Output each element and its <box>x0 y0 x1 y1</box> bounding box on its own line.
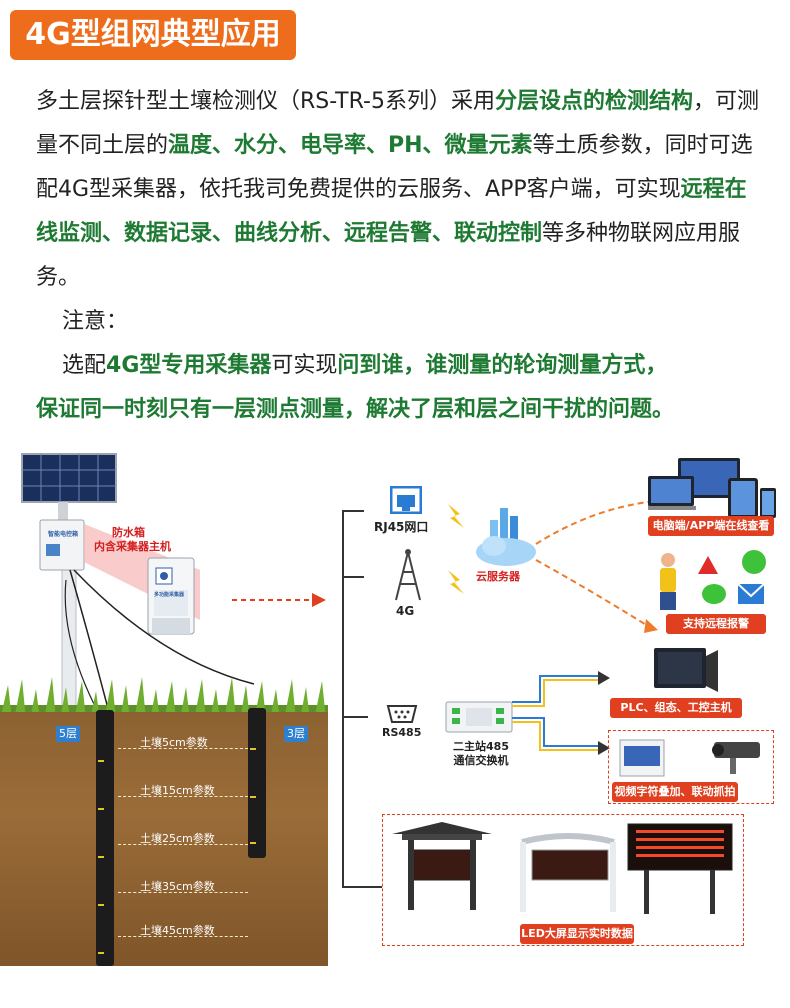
collector-device-label: 多功能采集器 <box>154 592 185 598</box>
probe-tick <box>98 952 104 954</box>
probe-tick <box>98 904 104 906</box>
probe-tick <box>98 760 104 762</box>
box-callout-line-1: 防水箱 <box>112 526 145 539</box>
highlight-structure: 分层设点的检测结构 <box>494 89 693 114</box>
cloud-links <box>535 495 660 633</box>
bracket-branch <box>342 716 368 718</box>
highlight-parameters: 温度、水分、电导率、PH、微量元素 <box>168 133 533 158</box>
probe-3-layer <box>248 708 266 858</box>
probe-tick <box>250 748 256 750</box>
bracket-vertical <box>342 510 344 888</box>
text-run: 选配 <box>62 353 107 378</box>
ethernet-port-icon <box>390 486 422 514</box>
text-run: 等多种物联网应用服务。 <box>36 221 741 290</box>
video-tag: 视频字符叠加、联动抓拍 <box>612 782 738 802</box>
depth-guide <box>118 748 248 749</box>
depth-label-5: 土壤45cm参数 <box>140 924 215 937</box>
depth-label-4: 土壤35cm参数 <box>140 880 215 893</box>
cloud-server-icon <box>476 508 536 566</box>
switch-output-wires <box>512 671 610 755</box>
box-callout-line-2: 内含采集器主机 <box>94 540 171 553</box>
rs485-label: RS485 <box>382 726 422 739</box>
text-run: 可实现 <box>271 353 338 378</box>
intro-text: 多土层探针型土壤检测仪（RS-TR-5系列）采用分层设点的检测结构，可测量不同土… <box>36 80 766 432</box>
bracket-branch <box>342 510 364 512</box>
led-group-frame <box>382 814 744 946</box>
probe-tick <box>250 842 256 844</box>
rs485-switch-icon <box>445 701 513 733</box>
probe-5-layer <box>96 710 114 966</box>
section-title: 4G型组网典型应用 <box>10 10 296 60</box>
alarm-icons <box>660 550 766 610</box>
intro-paragraph-2: 选配4G型专用采集器可实现问到谁，谁测量的轮询测量方式， <box>36 344 766 388</box>
depth-guide <box>118 796 248 797</box>
solar-station-graphic <box>21 453 255 717</box>
control-box-label: 智能电控箱 <box>48 531 79 538</box>
led-displays-graphic <box>392 822 733 914</box>
cell-tower-icon <box>395 549 421 601</box>
depth-label-1: 土壤5cm参数 <box>140 736 208 749</box>
switch-label-2: 通信交换机 <box>453 754 509 767</box>
alarm-tag: 支持远程报警 <box>666 614 766 634</box>
text-run: 等土质参数，同时可选配4G型采集器，依托我司免费提供的云服务、APP客户端，可实… <box>36 133 753 202</box>
highlight-collector: 4G型专用采集器 <box>106 353 272 378</box>
probe-tick <box>98 808 104 810</box>
plc-monitor-icon <box>654 648 718 692</box>
pc-app-devices <box>648 458 776 518</box>
depth-label-3: 土壤25cm参数 <box>140 832 215 845</box>
connection-arrow <box>232 593 326 607</box>
bracket-branch <box>342 886 382 888</box>
probe-tick <box>250 796 256 798</box>
led-tag: LED大屏显示实时数据 <box>520 924 634 944</box>
rs485-port-icon <box>386 705 418 723</box>
depth-label-2: 土壤15cm参数 <box>140 784 215 797</box>
video-devices-icon <box>619 739 760 777</box>
soil-cross-section <box>0 712 328 966</box>
layer-tag-right: 3层 <box>284 726 308 742</box>
depth-guide <box>118 936 248 937</box>
note-label: 注意： <box>62 309 129 334</box>
signal-bolt-icon <box>448 504 464 594</box>
intro-paragraph-3: 保证同一时刻只有一层测点测量，解决了层和层之间干扰的问题。 <box>36 397 675 422</box>
highlight-services: 远程在线监测、数据记录、曲线分析、远程告警、联动控制 <box>36 177 747 246</box>
pc-app-tag: 电脑端/APP端在线查看 <box>648 516 774 536</box>
depth-guide <box>118 892 248 893</box>
rj45-label: RJ45网口 <box>374 520 429 534</box>
network-diagram: 智能电控箱 防水箱 内含采集器主机 多功能采集器 5层 3层 土壤5cm参数 土 <box>0 440 790 1008</box>
text-run: 多土层探针型土壤检测仪（RS-TR-5系列）采用 <box>36 89 495 114</box>
cloud-server-label: 云服务器 <box>476 570 520 583</box>
intro-paragraph-1: 多土层探针型土壤检测仪（RS-TR-5系列）采用分层设点的检测结构，可测量不同土… <box>36 80 766 300</box>
plc-tag: PLC、组态、工控主机 <box>610 698 742 718</box>
bracket-branch <box>342 576 364 578</box>
net-4g-label: 4G <box>396 604 415 618</box>
video-group-frame <box>608 730 774 804</box>
text-run: ，可测量不同土层的 <box>36 89 759 158</box>
probe-tick <box>98 856 104 858</box>
layer-tag-left: 5层 <box>56 726 80 742</box>
depth-guide <box>118 844 248 845</box>
highlight-polling: 问到谁，谁测量的轮询测量方式， <box>337 353 668 378</box>
switch-label-1: 二主站485 <box>453 740 509 753</box>
